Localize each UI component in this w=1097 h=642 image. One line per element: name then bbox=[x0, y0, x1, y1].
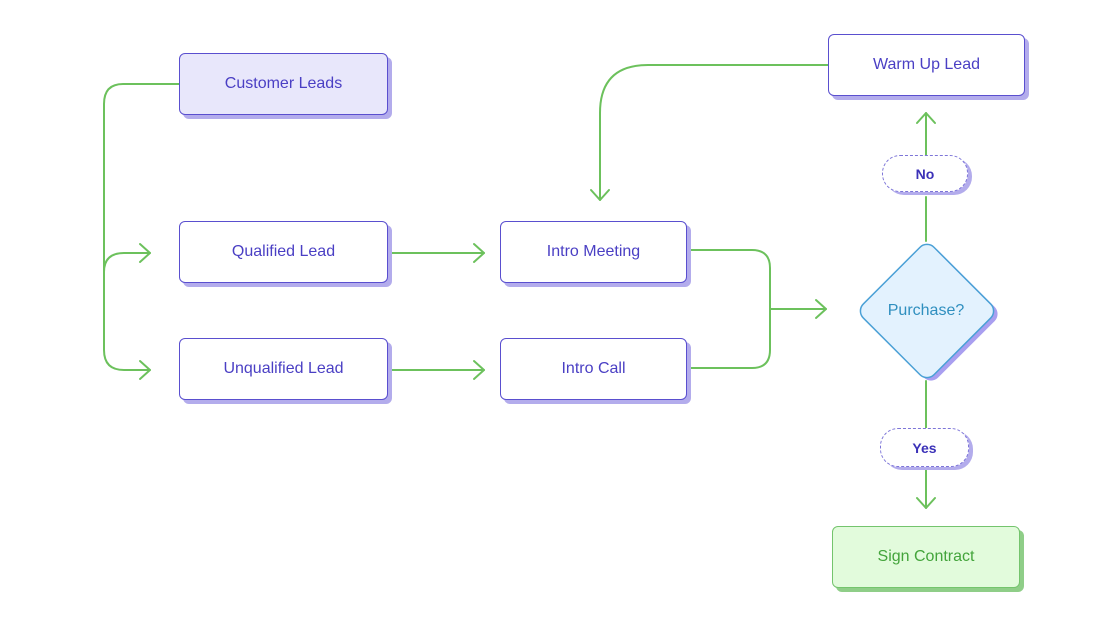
intro-call-node[interactable]: Intro Call bbox=[500, 338, 687, 400]
qualified-lead-node[interactable]: Qualified Lead bbox=[179, 221, 388, 283]
warm-up-lead-node[interactable]: Warm Up Lead bbox=[828, 34, 1025, 96]
unqualified-lead-label: Unqualified Lead bbox=[223, 360, 344, 377]
no-branch-text: No bbox=[915, 165, 935, 182]
qualified-lead-label: Qualified Lead bbox=[231, 243, 336, 260]
connector-meeting-to-merge bbox=[689, 249, 771, 369]
yes-branch-text: Yes bbox=[912, 439, 937, 456]
unqualified-lead-node[interactable]: Unqualified Lead bbox=[179, 338, 388, 400]
customer-leads-node[interactable]: Customer Leads bbox=[179, 53, 388, 115]
intro-meeting-node[interactable]: Intro Meeting bbox=[500, 221, 687, 283]
warm-up-lead-label: Warm Up Lead bbox=[873, 56, 980, 73]
purchase-decision-label: Purchase? bbox=[887, 302, 965, 319]
no-branch-label: No bbox=[882, 155, 968, 192]
arrowhead-purchase bbox=[815, 299, 827, 319]
connector-to-qualified-lead bbox=[103, 252, 151, 273]
arrowhead-intro-call bbox=[473, 360, 485, 380]
connector-warm-up-to-meeting bbox=[599, 64, 829, 201]
intro-call-label: Intro Call bbox=[561, 360, 626, 377]
customer-leads-label: Customer Leads bbox=[224, 75, 343, 92]
connector-customer-leads-trunk bbox=[103, 83, 180, 371]
arrowhead-intro-meeting bbox=[473, 243, 485, 263]
arrowhead-intro-meeting-top bbox=[590, 189, 610, 201]
sign-contract-label: Sign Contract bbox=[877, 548, 975, 565]
intro-meeting-label: Intro Meeting bbox=[546, 243, 641, 260]
arrowhead-sign-contract bbox=[916, 497, 936, 509]
sign-contract-node[interactable]: Sign Contract bbox=[832, 526, 1020, 588]
arrowhead-unqualified-lead bbox=[139, 360, 151, 380]
arrowhead-qualified-lead bbox=[139, 243, 151, 263]
yes-branch-label: Yes bbox=[880, 428, 969, 467]
arrowhead-warm-up-lead bbox=[916, 112, 936, 124]
purchase-decision-diamond bbox=[859, 243, 998, 381]
